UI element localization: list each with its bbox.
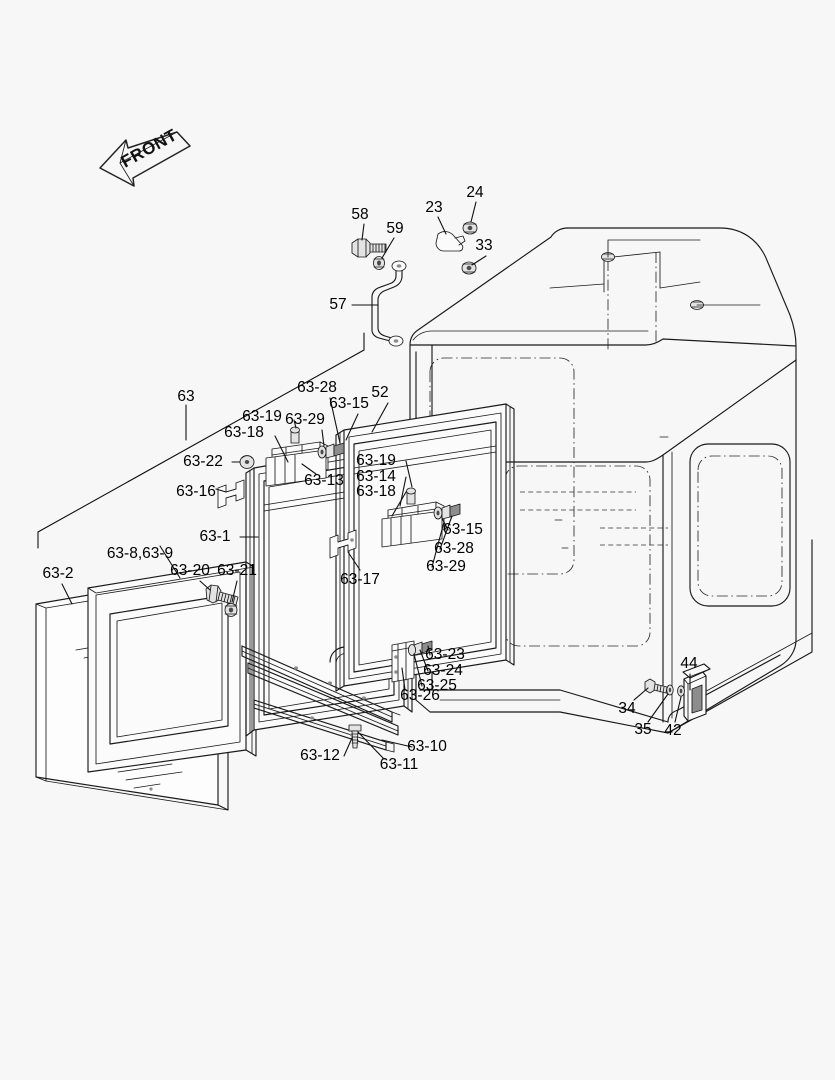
callout-63-1: 63-1	[199, 528, 230, 545]
front-arrow-icon: FRONT	[99, 125, 191, 187]
callout-63-15-a: 63-15	[329, 395, 369, 412]
callout-59: 59	[386, 220, 403, 237]
nut-24	[462, 221, 478, 235]
callout-63-24: 63-24	[423, 662, 463, 679]
callout-63-18-b: 63-18	[356, 483, 396, 500]
bolt-58	[351, 238, 387, 258]
callout-63-17: 63-17	[340, 571, 380, 588]
plug-23	[435, 231, 466, 252]
latch-plate-63-14	[381, 487, 445, 548]
callout-63-15-b: 63-15	[443, 521, 483, 538]
callout-24: 24	[466, 184, 484, 201]
latch-catch-44	[682, 663, 711, 722]
window-frame-seal-52	[335, 403, 515, 692]
callout-63-19-a: 63-19	[242, 408, 282, 425]
callout-label-group: 58 59 23 24 33 57 63 63-28 63-15 52 63-1…	[42, 184, 698, 773]
callout-63-25: 63-25	[417, 677, 457, 694]
leader-lines-main	[61, 397, 691, 760]
callout-35: 35	[634, 721, 651, 738]
callout-63-8-63-9: 63-8,63-9	[107, 545, 173, 562]
callout-63-18-a: 63-18	[224, 424, 264, 441]
callout-63-21: 63-21	[217, 562, 257, 579]
callout-33: 33	[475, 237, 492, 254]
bolt-cluster-right	[433, 503, 461, 520]
callout-57: 57	[329, 296, 346, 313]
callout-63-10: 63-10	[407, 738, 447, 755]
callout-63-16: 63-16	[176, 483, 216, 500]
callout-63-11: 63-11	[380, 756, 419, 773]
callout-58: 58	[351, 206, 368, 223]
callout-63-13: 63-13	[304, 472, 344, 489]
callout-63-28-b: 63-28	[434, 540, 474, 557]
callout-63-20: 63-20	[170, 562, 210, 579]
callout-63-14: 63-14	[356, 468, 396, 485]
washer-59	[373, 256, 385, 270]
callout-63: 63	[177, 388, 194, 405]
bolt-63-20	[205, 584, 239, 606]
callout-63-26: 63-26	[400, 687, 440, 704]
washer-63-21	[224, 603, 238, 617]
washer-35	[666, 684, 674, 696]
screw-63-12	[348, 724, 362, 749]
hinge-bracket-63-26	[391, 640, 433, 683]
knob-63-22	[239, 455, 255, 469]
slide-bracket-63-17	[329, 529, 357, 559]
callout-52: 52	[371, 384, 388, 401]
bolt-cluster-left	[317, 442, 345, 459]
callout-63-19-b: 63-19	[356, 452, 396, 469]
weatherstrip-63-8-63-9	[87, 561, 257, 773]
callout-63-23: 63-23	[425, 646, 465, 663]
callout-44: 44	[680, 655, 698, 672]
callout-23: 23	[425, 199, 442, 216]
z-bracket-63-16	[217, 479, 245, 509]
callout-63-29-b: 63-29	[426, 558, 466, 575]
callout-63-29-a: 63-29	[285, 411, 325, 428]
front-arrow-label: FRONT	[118, 125, 181, 171]
callout-42: 42	[664, 722, 681, 739]
washer-42	[677, 685, 685, 697]
lower-rails-63-10-63-11	[241, 645, 401, 753]
callout-63-2: 63-2	[42, 565, 73, 582]
leader-lines-top	[351, 201, 487, 306]
callout-63-22: 63-22	[183, 453, 223, 470]
callout-63-12: 63-12	[300, 747, 340, 764]
callout-63-28-a: 63-28	[297, 379, 337, 396]
stay-rod-57	[371, 260, 407, 347]
callout-34: 34	[618, 700, 636, 717]
assembly-reference-bracket-63	[37, 332, 365, 549]
